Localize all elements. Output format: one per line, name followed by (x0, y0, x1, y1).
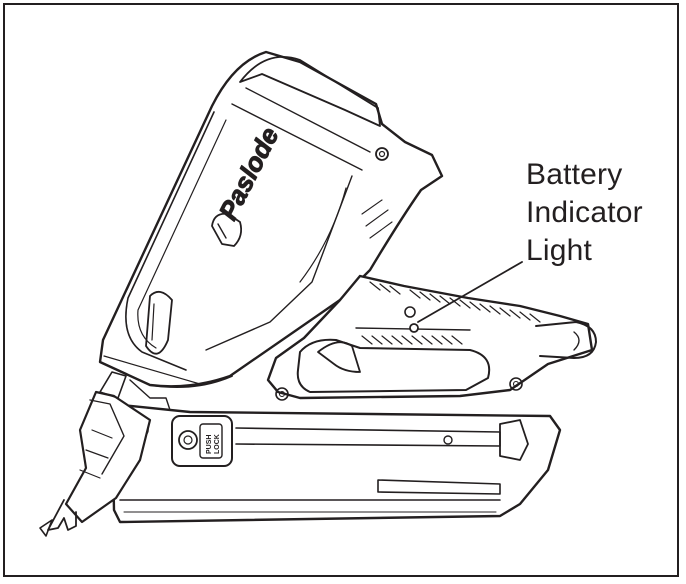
push-lock-label-line1: PUSH (206, 435, 213, 454)
push-lock-button: PUSH LOCK (171, 415, 233, 467)
callout-leader-line (417, 261, 523, 323)
battery-indicator-light (409, 323, 419, 333)
callout-line-1: Battery (526, 158, 623, 191)
nose-assembly (39, 371, 171, 537)
engine-housing (98, 50, 444, 389)
callout-line-2: Indicator (526, 196, 643, 229)
handle (266, 274, 597, 401)
callout-line-3: Light (526, 234, 593, 267)
battery-indicator-light-callout: Battery Indicator Light (526, 156, 643, 270)
push-lock-label-line2: LOCK (214, 434, 221, 454)
